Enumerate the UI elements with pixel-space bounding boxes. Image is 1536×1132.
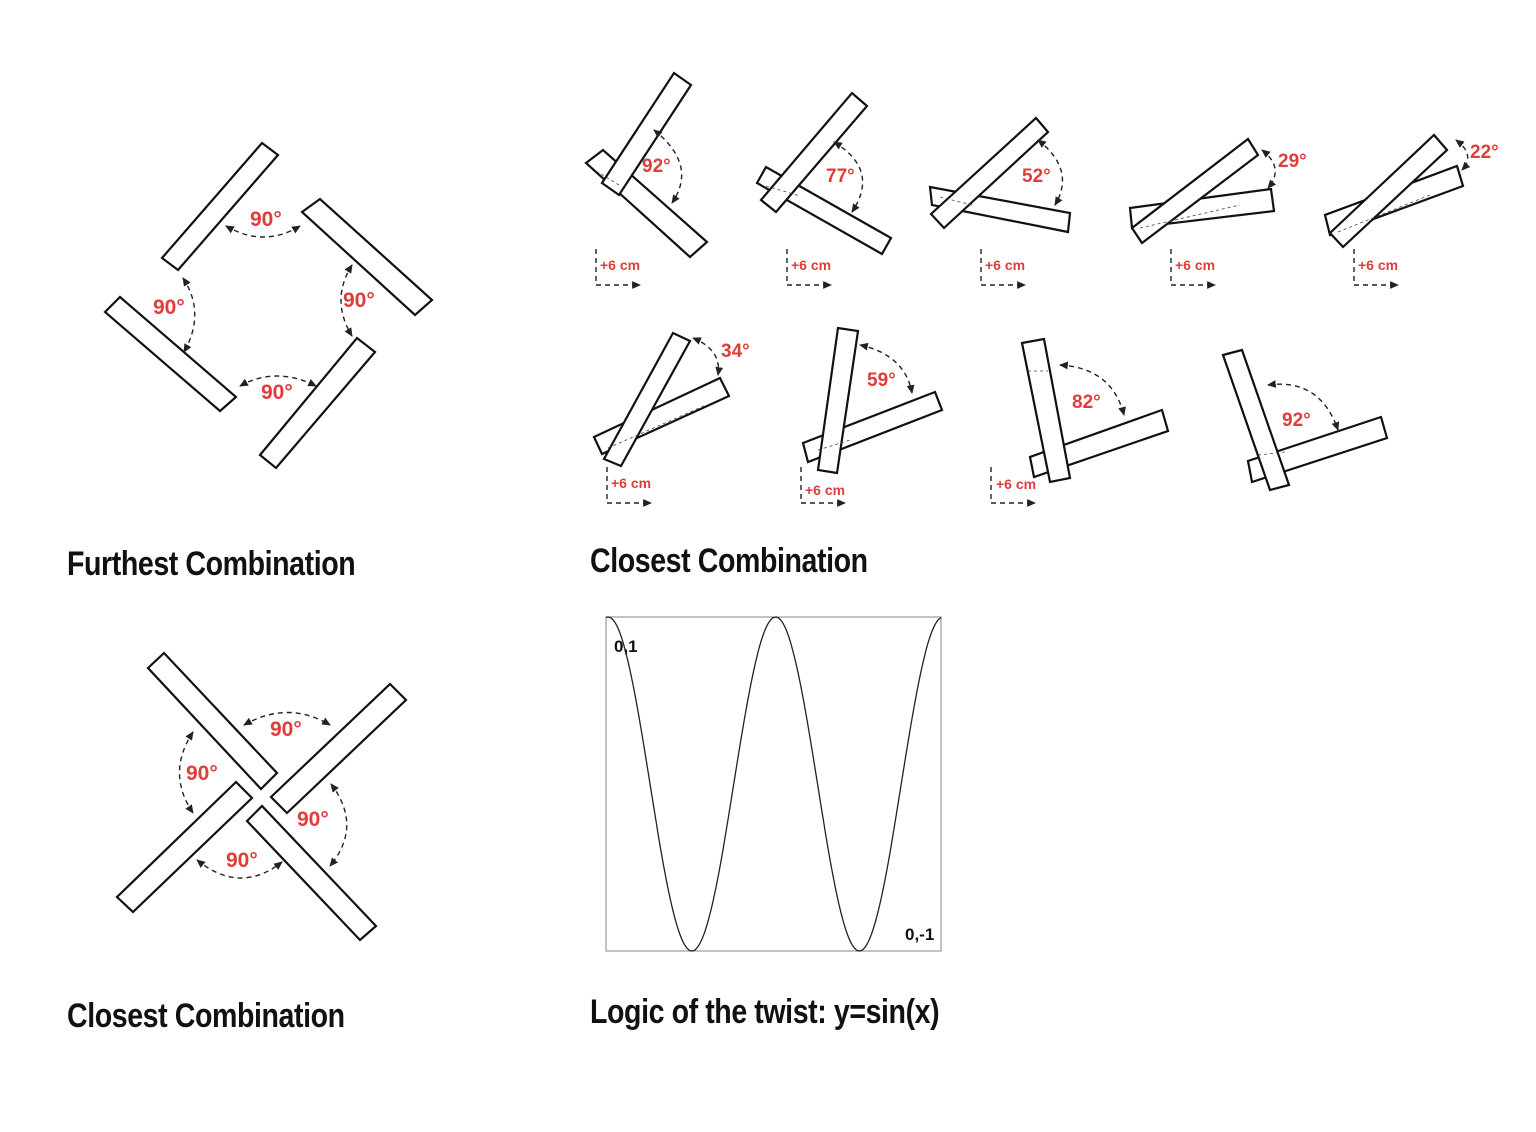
sequence-arc: [1267, 380, 1340, 431]
furthest-plank-bottom-right: [258, 336, 377, 470]
cross-angle-bottom: 90°: [226, 849, 258, 872]
cross-arc-bottom: [196, 859, 283, 879]
furthest-arc-left: [182, 277, 196, 353]
caption-logic-of-twist: Logic of the twist: y=sin(x): [590, 993, 940, 1031]
cross-plank-bottom-right: [245, 804, 378, 942]
sequence-arc: [1037, 139, 1064, 206]
cross-angle-left: 90°: [186, 762, 218, 785]
furthest-arc-right: [340, 264, 353, 337]
sequence-plank-vertical: [1020, 337, 1072, 484]
cross-arc-top: [243, 711, 331, 726]
offset-label: +6 cm: [611, 475, 651, 491]
furthest-combination-diagram: 90° 90° 90° 90°: [103, 141, 434, 470]
sequence-step-92-a: 92° +6 cm: [584, 71, 709, 289]
sequence-arc: [692, 337, 724, 376]
sequence-step-77: 77° +6 cm: [755, 91, 893, 289]
cross-angle-top: 90°: [270, 718, 302, 741]
sequence-plank-vertical: [1130, 137, 1260, 245]
sequence-angle-label: 34°: [721, 341, 750, 362]
sequence-plank-vertical: [602, 331, 692, 468]
furthest-angle-top: 90°: [250, 208, 282, 231]
furthest-plank-top-left: [160, 141, 280, 272]
sequence-angle-label: 92°: [1282, 410, 1311, 431]
sequence-arc: [1455, 139, 1471, 171]
sequence-arc: [1261, 149, 1277, 189]
sequence-angle-label: 52°: [1022, 166, 1051, 187]
furthest-angle-right: 90°: [343, 289, 375, 312]
twist-plot: 0,1 0,-1: [605, 616, 942, 952]
offset-label: +6 cm: [805, 482, 845, 498]
sequence-step-29: 29° +6 cm: [1128, 137, 1307, 289]
furthest-arc-bottom: [239, 375, 317, 387]
sequence-arc: [859, 342, 915, 394]
plot-top-left-label: 0,1: [614, 637, 638, 656]
sequence-step-52: 52° +6 cm: [928, 116, 1072, 289]
sequence-plank-vertical: [816, 326, 860, 475]
offset-label: +6 cm: [600, 257, 640, 273]
caption-closest-combination-sequence: Closest Combination: [590, 542, 868, 580]
cross-angle-right: 90°: [297, 808, 329, 831]
furthest-plank-bottom-left: [103, 295, 238, 413]
sequence-angle-label: 59°: [867, 370, 896, 391]
furthest-plank-top-right: [300, 197, 434, 317]
cross-plank-top-left: [146, 651, 279, 791]
sequence-angle-label: 29°: [1278, 151, 1307, 172]
offset-label: +6 cm: [985, 257, 1025, 273]
sequence-step-22: 22° +6 cm: [1323, 133, 1499, 289]
sequence-plank-vertical: [600, 71, 693, 197]
sequence-row-2: 34° +6 cm 59° +6 cm 82° +6 cm: [592, 326, 1389, 507]
sequence-step-59: 59° +6 cm: [800, 326, 944, 507]
sequence-row-1: 92° +6 cm 77° +6 cm 52° +6 cm: [584, 71, 1499, 289]
cross-arc-left: [178, 731, 194, 814]
sequence-angle-label: 22°: [1470, 142, 1499, 163]
sequence-arc: [1059, 361, 1126, 416]
sequence-plank-vertical: [759, 91, 869, 214]
offset-label: +6 cm: [1175, 257, 1215, 273]
sequence-plank-vertical: [929, 116, 1050, 230]
sequence-arc: [653, 129, 683, 204]
sine-curve: [605, 616, 942, 952]
sequence-step-92-b: 92°: [1221, 348, 1389, 492]
offset-label: +6 cm: [1358, 257, 1398, 273]
plot-frame: [605, 616, 942, 952]
offset-label: +6 cm: [791, 257, 831, 273]
plot-bottom-right-label: 0,-1: [905, 925, 934, 944]
caption-closest-combination-cross: Closest Combination: [67, 997, 345, 1035]
cross-arc-right: [329, 783, 348, 867]
sequence-plank-vertical: [1328, 133, 1449, 249]
furthest-arc-top: [225, 225, 301, 238]
caption-furthest-combination: Furthest Combination: [67, 545, 356, 583]
sequence-angle-label: 77°: [826, 166, 855, 187]
cross-plank-bottom-left: [115, 780, 254, 914]
sequence-angle-label: 82°: [1072, 392, 1101, 413]
sequence-angle-label: 92°: [642, 156, 671, 177]
sequence-step-82: 82° +6 cm: [990, 337, 1170, 507]
sequence-step-34: 34° +6 cm: [592, 331, 750, 507]
sequence-arc: [833, 141, 864, 213]
closest-cross-diagram: 90° 90° 90° 90°: [115, 651, 408, 942]
offset-label: +6 cm: [996, 476, 1036, 492]
cross-plank-top-right: [269, 682, 408, 815]
furthest-angle-bottom: 90°: [261, 381, 293, 404]
sequence-plank-vertical: [1221, 348, 1291, 492]
furthest-angle-left: 90°: [153, 296, 185, 319]
